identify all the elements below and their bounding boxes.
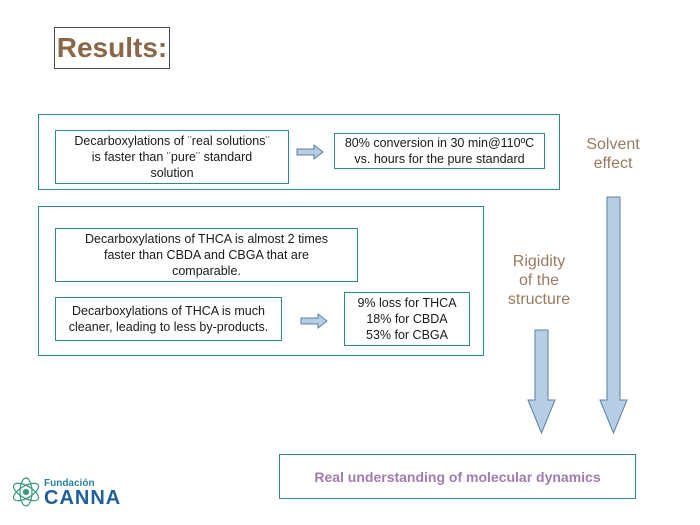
conversion-box: 80% conversion in 30 min@110ºC vs. hours… [334,133,545,169]
thca-cleaner-box: Decarboxylations of THCA is much cleaner… [55,297,282,341]
loss-box: 9% loss for THCA 18% for CBDA 53% for CB… [344,292,470,346]
right-arrow-icon [300,312,328,330]
molecule-logo-icon [12,477,40,507]
conclusion-box: Real understanding of molecular dynamics [279,454,636,499]
right-arrow-icon [296,143,324,161]
thca-speed-box: Decarboxylations of THCA is almost 2 tim… [55,228,358,282]
rigidity-panel [38,206,484,356]
fundacion-canna-logo: Fundación CANNA [44,478,122,518]
down-arrow-icon [599,196,628,435]
page-title: Results: [54,27,170,69]
real-solutions-box: Decarboxylations of ¨real solutions¨ is … [55,130,289,184]
logo-top-text: Fundación [44,478,95,489]
down-arrow-icon [527,329,556,435]
logo-bottom-text: CANNA [44,487,122,509]
solvent-effect-label: Solvent effect [586,136,640,172]
rigidity-label: Rigidity of the structure [507,253,571,308]
solvent-panel [38,114,560,190]
